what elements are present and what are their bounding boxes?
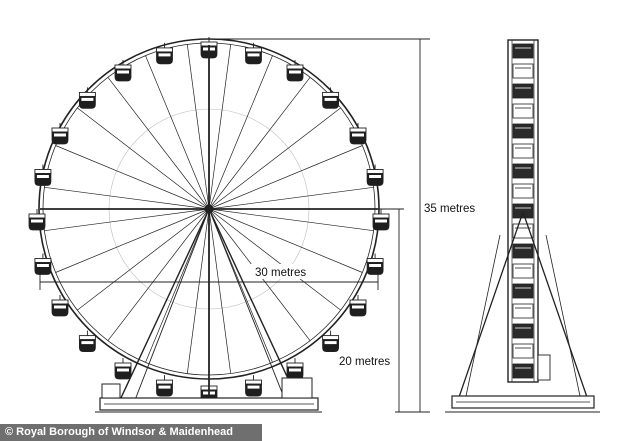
gondola — [114, 60, 132, 82]
gondola — [366, 164, 384, 186]
wheel-spoke — [145, 55, 210, 210]
support-leg-right — [208, 208, 299, 401]
gondola — [156, 42, 173, 65]
wheel-spoke — [77, 107, 210, 210]
wheel-spoke — [44, 208, 210, 232]
wheel-spoke — [186, 208, 210, 374]
total-height-label: 35 metres — [424, 203, 475, 215]
width-dimension-label: 30 metres — [255, 267, 306, 279]
total-height-dimension — [209, 38, 430, 413]
wheel-spoke — [55, 145, 210, 210]
wheel-spoke — [145, 208, 210, 363]
side-view-brace-left — [465, 234, 501, 397]
gondola — [51, 123, 69, 145]
support-leg-left-inner — [134, 208, 210, 401]
wheel-side-view — [445, 39, 600, 413]
side-view-leg-right — [522, 211, 589, 401]
side-view-cabin — [512, 203, 534, 219]
side-view-tower — [507, 39, 539, 383]
wheel-spoke — [208, 77, 311, 210]
gondola — [156, 375, 173, 397]
gondola — [34, 253, 52, 275]
side-view-cabin — [512, 83, 534, 99]
gondola — [322, 330, 340, 352]
wheel-spoke — [208, 208, 363, 273]
wheel-spoke — [55, 208, 210, 273]
gondola — [349, 295, 367, 317]
gondola — [78, 330, 96, 352]
gondola — [286, 60, 304, 82]
gondola — [349, 123, 367, 145]
gondola — [114, 358, 132, 380]
credit-bar — [0, 424, 262, 441]
gondola — [34, 164, 52, 186]
support-leg-right-inner — [208, 208, 286, 401]
side-view-cabin — [512, 163, 534, 179]
side-view-cabin — [512, 183, 534, 199]
width-dimension — [39, 274, 379, 290]
side-view-cabin — [512, 43, 534, 59]
wheel-spoke — [186, 44, 210, 210]
side-view-cabin — [512, 123, 534, 139]
side-view-cabin — [512, 143, 534, 159]
base-machinery — [281, 377, 313, 399]
wheel-spoke — [77, 208, 210, 311]
side-view-leg-left — [457, 211, 524, 401]
gondola — [51, 295, 69, 317]
wheel-front-view — [28, 37, 390, 413]
axle-height-label: 20 metres — [339, 356, 390, 368]
gondola — [372, 209, 390, 231]
side-view-cabin — [512, 63, 534, 79]
wheel-spoke — [208, 208, 374, 232]
side-view-cabin — [512, 263, 534, 279]
wheel-spoke — [208, 208, 341, 311]
gondola — [286, 358, 304, 380]
wheel-spoke — [208, 208, 232, 374]
wheel-spoke — [208, 186, 374, 210]
gondola — [366, 253, 384, 275]
wheel-spoke — [107, 77, 210, 210]
axle-height-dimension — [378, 208, 404, 412]
gondola — [322, 87, 340, 109]
side-view-cabin — [512, 243, 534, 259]
gondola — [245, 42, 262, 65]
side-view-machinery — [537, 354, 551, 381]
wheel-spokes — [44, 44, 374, 374]
gondola — [245, 375, 262, 397]
wheel-spoke — [208, 44, 232, 210]
ticket-booth — [101, 383, 121, 399]
side-view-brace-right — [545, 234, 581, 397]
side-view-cabin — [512, 103, 534, 119]
side-view-cabin — [512, 303, 534, 319]
wheel-spoke — [208, 107, 341, 210]
wheel-spoke — [208, 145, 363, 210]
support-leg-left — [119, 208, 210, 401]
side-view-cabin — [512, 323, 534, 339]
side-view-cabin — [512, 283, 534, 299]
side-view-cabin — [512, 363, 534, 379]
image-credit: © Royal Borough of Windsor & Maidenhead — [5, 426, 234, 438]
wheel-gondolas — [28, 37, 390, 403]
gondola — [78, 87, 96, 109]
wheel-spoke — [208, 55, 273, 210]
side-view-cabin — [512, 343, 534, 359]
gondola — [28, 209, 46, 231]
wheel-spoke — [107, 208, 210, 341]
wheel-spoke — [44, 186, 210, 210]
side-view-cabins — [512, 43, 534, 379]
